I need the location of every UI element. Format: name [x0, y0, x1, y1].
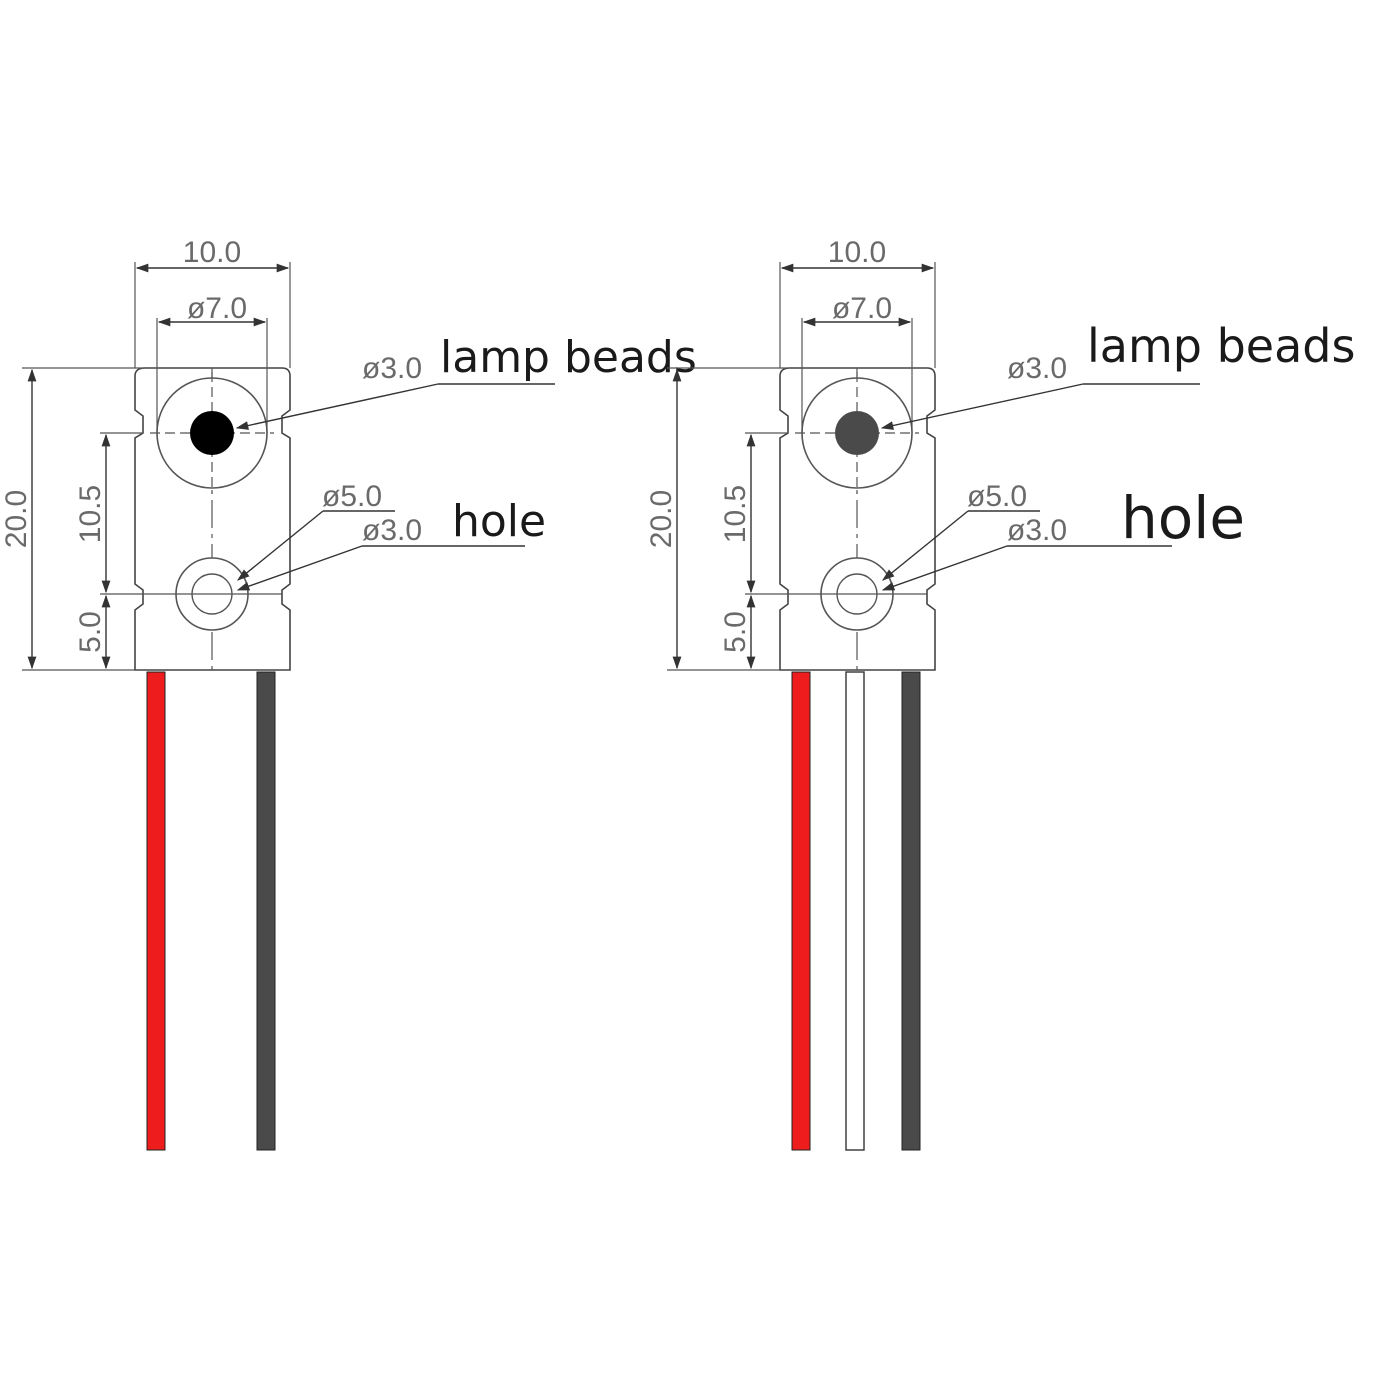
bead-dim-text: ø3.0	[1007, 352, 1067, 385]
wires-left	[146, 671, 276, 1151]
width-dim-text: 10.0	[828, 236, 886, 269]
lamp-bead	[835, 411, 879, 455]
wires-right	[791, 671, 921, 1151]
lamp-beads-label: lamp beads	[440, 332, 697, 383]
hole-label: hole	[1121, 484, 1245, 552]
bead-dim-text: ø3.0	[362, 352, 422, 385]
hole-outer-dim-text: ø5.0	[967, 480, 1027, 513]
ring-dim-text: ø7.0	[832, 292, 892, 325]
black-wire	[901, 671, 921, 1151]
red-wire	[146, 671, 166, 1151]
black-wire	[256, 671, 276, 1151]
hole-outer-dim-text: ø5.0	[322, 480, 382, 513]
hole-outer-leader	[882, 510, 969, 581]
ring-dim-text: ø7.0	[187, 292, 247, 325]
hole-label: hole	[452, 496, 546, 547]
mid-dim-text: 10.5	[74, 485, 107, 543]
low-dim-text: 5.0	[74, 611, 107, 653]
lamp-beads-label: lamp beads	[1087, 319, 1355, 373]
hole-inner-leader	[236, 545, 363, 591]
hole-outer-leader	[237, 510, 324, 581]
width-dim-text: 10.0	[183, 236, 241, 269]
red-wire	[791, 671, 811, 1151]
low-dim-text: 5.0	[719, 611, 752, 653]
hole-inner-leader	[881, 545, 1008, 591]
connector-right: 10.0 ø7.0 ø3.0 lamp beads ø5.0 ø3.0 hole…	[645, 236, 1355, 1151]
bead-leader	[235, 383, 439, 430]
hole-inner-dim-text: ø3.0	[1007, 514, 1067, 547]
height-dim-text: 20.0	[0, 490, 33, 548]
hole-inner-dim-text: ø3.0	[362, 514, 422, 547]
lamp-bead	[190, 411, 234, 455]
bead-leader	[880, 383, 1084, 430]
white-wire	[845, 671, 865, 1151]
connector-left: 10.0 ø7.0 ø3.0 lamp beads ø5.0 ø3.0 hole…	[0, 236, 697, 1151]
mid-dim-text: 10.5	[719, 485, 752, 543]
height-dim-text: 20.0	[645, 490, 678, 548]
